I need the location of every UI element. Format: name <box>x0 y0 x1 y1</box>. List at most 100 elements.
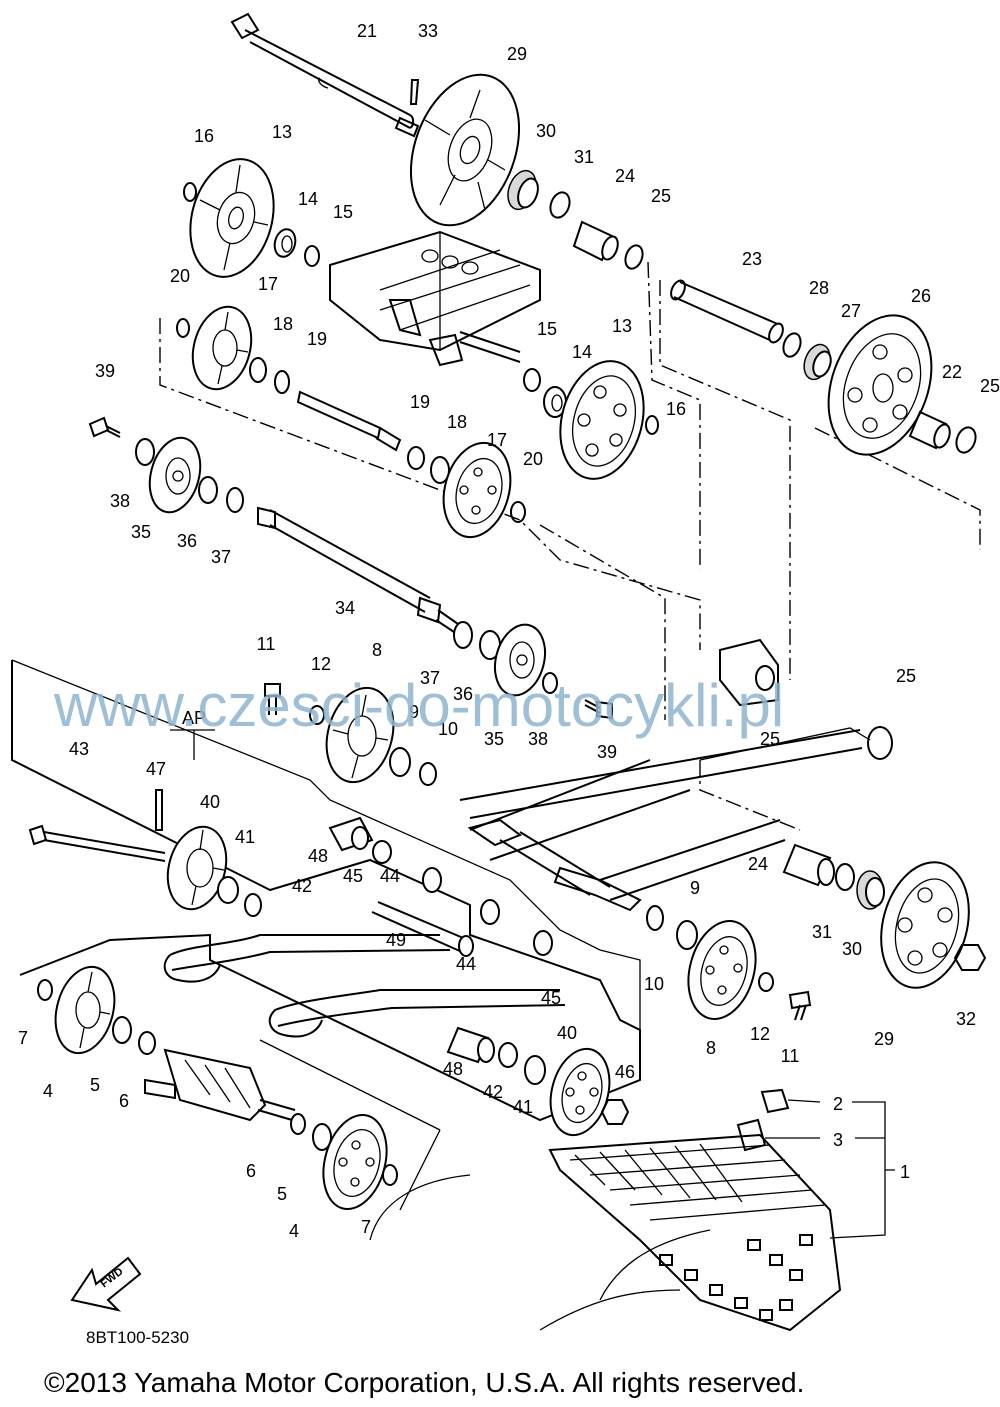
bearing-5-right <box>312 1123 332 1151</box>
part-label: 20 <box>523 449 543 469</box>
bearing-36-upper <box>198 476 218 504</box>
fwd-arrow-icon: FWD <box>70 1256 142 1312</box>
part-label: 33 <box>418 21 438 41</box>
circlip-6-right <box>290 1113 306 1135</box>
wheel-4-left <box>54 965 116 1055</box>
collar-48-upper <box>328 816 374 852</box>
washer-25-lower <box>867 726 893 760</box>
part-label: 19 <box>410 392 430 412</box>
part-label: 30 <box>842 939 862 959</box>
part-label: 49 <box>386 930 406 950</box>
circlip-6-left <box>138 1031 156 1055</box>
wheel-4-right <box>322 1113 388 1211</box>
clip-2 <box>760 1088 821 1114</box>
part-label: 16 <box>194 126 214 146</box>
part-label: 25 <box>980 376 1000 396</box>
part-label: 38 <box>528 729 548 749</box>
bearing-30-top <box>507 169 539 211</box>
watermark-text: www.czesci-do-motocykli.pl <box>53 672 784 739</box>
circlip-20-left <box>176 318 190 338</box>
part-label: 46 <box>615 1062 635 1082</box>
bracket-right <box>719 638 779 707</box>
part-label: 10 <box>644 974 664 994</box>
part-label: 32 <box>956 1009 976 1029</box>
nut-46 <box>600 1099 630 1125</box>
part-label: 1 <box>900 1162 910 1182</box>
part-label: 30 <box>536 121 556 141</box>
part-label: 14 <box>298 189 318 209</box>
part-label: 40 <box>200 792 220 812</box>
nut-32 <box>953 944 987 971</box>
part-label: 36 <box>177 531 197 551</box>
circlip-37-lower <box>453 621 473 649</box>
part-label: 41 <box>235 827 255 847</box>
part-label: 39 <box>95 361 115 381</box>
wheel-40-left <box>166 825 228 911</box>
part-label: 4 <box>43 1081 53 1101</box>
bearing-14-left <box>273 228 297 258</box>
part-label: 44 <box>456 954 476 974</box>
washer-38-upper <box>135 438 155 466</box>
fwd-text: FWD <box>98 1265 125 1290</box>
part-label: 37 <box>420 668 440 688</box>
washer-38-lower <box>542 672 558 694</box>
part-label: 45 <box>541 988 561 1008</box>
part-label: 23 <box>742 249 762 269</box>
wheel-35-upper <box>148 436 202 514</box>
part-label: 24 <box>748 854 768 874</box>
part-label: 2 <box>833 1094 843 1114</box>
part-label: 44 <box>380 866 400 886</box>
slide-rail-lower <box>268 989 566 1038</box>
part-label: 10 <box>438 719 458 739</box>
part-label: 48 <box>308 846 328 866</box>
washer-12-upper <box>309 705 325 725</box>
part-label: 31 <box>574 147 594 167</box>
wheel-13-left <box>189 158 275 278</box>
part-label: 21 <box>357 21 377 41</box>
part-label: 20 <box>170 266 190 286</box>
pin-47 <box>155 789 163 831</box>
bolt-11-lower <box>788 990 812 1021</box>
collar-22 <box>908 410 951 450</box>
part-label: 42 <box>292 876 312 896</box>
circlip-16-center <box>645 415 659 435</box>
part-label: 40 <box>557 1023 577 1043</box>
cotter-pin-33 <box>409 79 420 105</box>
part-label: 48 <box>443 1059 463 1079</box>
part-label: 12 <box>750 1024 770 1044</box>
circlip-28 <box>782 332 802 358</box>
part-label: 7 <box>361 1217 371 1237</box>
part-label: 27 <box>841 301 861 321</box>
axle-43 <box>28 824 166 862</box>
circlip-31-top <box>549 191 571 219</box>
ap-label: AP <box>182 708 206 728</box>
part-label: 5 <box>90 1075 100 1095</box>
part-label: 42 <box>483 1082 503 1102</box>
part-label: 15 <box>333 202 353 222</box>
clip-3 <box>736 1118 820 1152</box>
circlip-20-center <box>510 501 526 523</box>
bearing-14-center <box>543 386 567 418</box>
wheel-17-left <box>191 305 253 391</box>
circlip-19-left <box>274 370 290 394</box>
washer-25-top <box>624 244 644 270</box>
collar-24-lower <box>782 843 835 887</box>
part-label: 35 <box>484 729 504 749</box>
circlip-42-left <box>244 893 262 917</box>
circlip-37-upper <box>226 487 244 513</box>
part-label: 15 <box>537 319 557 339</box>
part-label: 28 <box>809 278 829 298</box>
circlip-19-center <box>407 446 425 470</box>
part-label: 41 <box>513 1097 533 1117</box>
lower-frame-outline <box>11 659 641 1122</box>
part-label: 17 <box>487 430 507 450</box>
circlip-7-right <box>382 1164 398 1186</box>
part-label: 39 <box>597 742 617 762</box>
circlip-15-center <box>523 368 541 392</box>
part-label: 9 <box>690 878 700 898</box>
part-label: 29 <box>874 1029 894 1049</box>
wheel-35-lower <box>494 623 546 697</box>
part-label: 6 <box>119 1091 129 1111</box>
bolt-39-upper <box>88 416 121 438</box>
